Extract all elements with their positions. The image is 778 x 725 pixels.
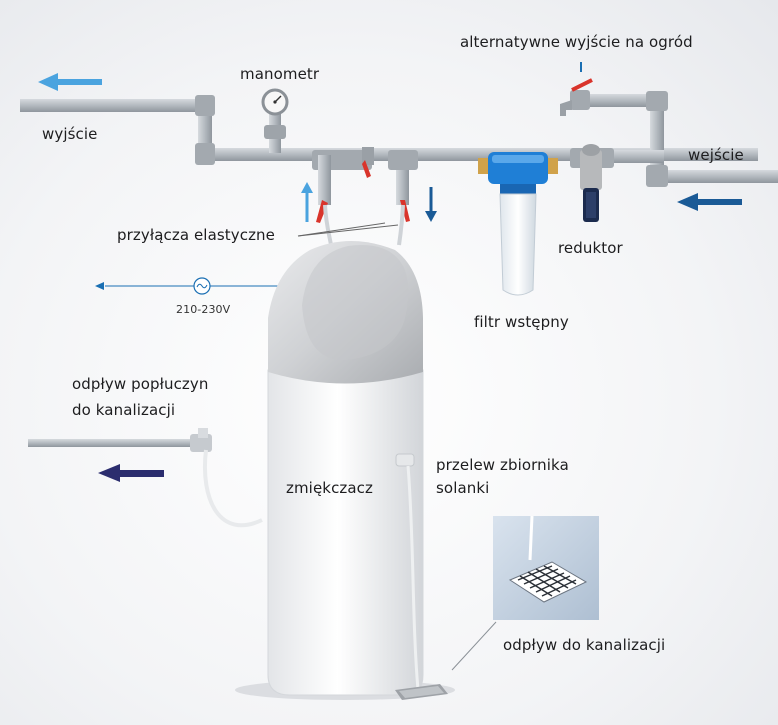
arrow-left-icon xyxy=(98,464,164,482)
arrow-left-icon xyxy=(677,193,742,211)
reducer xyxy=(570,144,614,222)
label-manometer: manometr xyxy=(240,65,320,83)
garden-tap xyxy=(560,62,593,116)
label-reducer: reduktor xyxy=(558,239,623,257)
label-brine-overflow-2: solanki xyxy=(436,479,490,497)
power-line xyxy=(95,277,290,295)
prefilter xyxy=(478,152,558,296)
label-outlet: wyjście xyxy=(42,125,98,143)
label-flex-connections: przyłącza elastyczne xyxy=(117,226,275,244)
manometer xyxy=(261,88,289,153)
backwash-drain xyxy=(28,428,263,528)
label-backwash-drain-2: do kanalizacji xyxy=(72,401,176,419)
arrow-left-icon xyxy=(38,73,102,91)
label-voltage: 210-230V xyxy=(176,303,231,316)
floor-drain-inset xyxy=(451,515,599,671)
valve-handle-icon xyxy=(362,160,371,178)
floor-grate xyxy=(395,684,448,700)
label-floor-drain: odpływ do kanalizacji xyxy=(503,636,666,654)
label-prefilter: filtr wstępny xyxy=(474,313,569,331)
arrow-down-icon xyxy=(425,187,437,222)
label-inlet: wejście xyxy=(688,146,744,164)
label-softener: zmiękczacz xyxy=(286,479,374,497)
softener-tees xyxy=(312,147,418,246)
arrow-up-icon xyxy=(301,182,313,222)
softener-tank xyxy=(235,241,455,700)
label-alt-outlet: alternatywne wyjście na ogród xyxy=(460,33,693,51)
label-backwash-drain-1: odpływ popłuczyn xyxy=(72,375,209,393)
label-brine-overflow-1: przelew zbiornika xyxy=(436,456,569,474)
